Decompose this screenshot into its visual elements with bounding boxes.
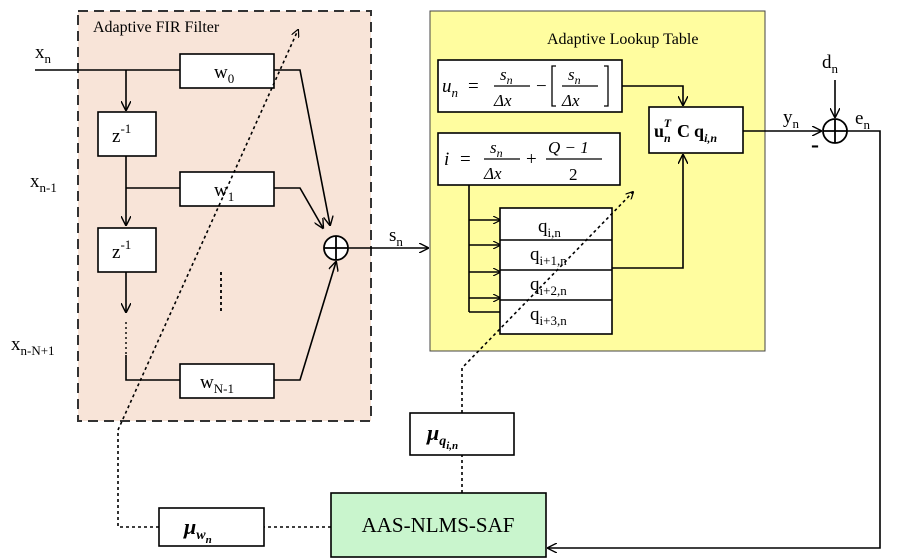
q2-label: qi+2,n [530,274,567,298]
d-n-label: dn [822,52,839,76]
x-n1-label: xn-1 [30,171,57,195]
i-formula: i = sn Δx + Q − 1 2 [444,138,602,184]
svg-text:+: + [526,149,537,170]
svg-text:Q − 1: Q − 1 [548,138,589,157]
mu-w-box [158,507,265,547]
svg-text:sn: sn [500,65,513,87]
error-summing-junction [822,118,848,144]
svg-text:=: = [468,76,479,97]
s-n-label: sn [389,225,403,249]
e-n-label: en [855,108,870,132]
y-n-label: yn [783,107,800,131]
svg-text:sn: sn [490,138,503,160]
x-n-label: xn [35,42,52,66]
w0-box [179,53,275,89]
svg-text:i: i [444,149,449,170]
w0-label: w0 [214,62,234,86]
svg-text:=: = [460,149,471,170]
wN-box [179,363,275,399]
mu-w-label: μwn [183,514,212,546]
delay-box-2 [97,227,157,273]
svg-text:−: − [536,76,547,97]
q0-label: qi,n [538,216,561,240]
saf-box [330,492,547,558]
u-formula: un = sn Δx − sn Δx [442,65,609,110]
delay-label-2: z-1 [112,237,131,263]
saf-label: AAS-NLMS-SAF [362,513,515,537]
svg-text:Δx: Δx [483,164,502,183]
delay-label-1: z-1 [112,121,131,147]
w1-label: w1 [214,180,234,204]
minus-sign: - [811,132,819,158]
svg-text:sn: sn [568,65,581,87]
q1-label: qi+1,n [530,244,567,268]
svg-text:Δx: Δx [561,91,580,110]
summing-junction [323,235,349,261]
delay-box-1 [97,111,157,157]
q3-label: qi+3,n [530,304,567,328]
lut-title: Adaptive Lookup Table [547,31,698,48]
fir-title: Adaptive FIR Filter [93,19,220,36]
product-box [648,106,744,154]
svg-text:un: un [442,76,458,100]
mu-q-box [409,412,515,456]
wN-label: wN-1 [200,372,234,396]
svg-text:2: 2 [569,165,578,184]
mu-q-label: μqi,n [426,420,458,452]
x-nN-label: xn-N+1 [11,334,55,358]
svg-text:Δx: Δx [493,91,512,110]
